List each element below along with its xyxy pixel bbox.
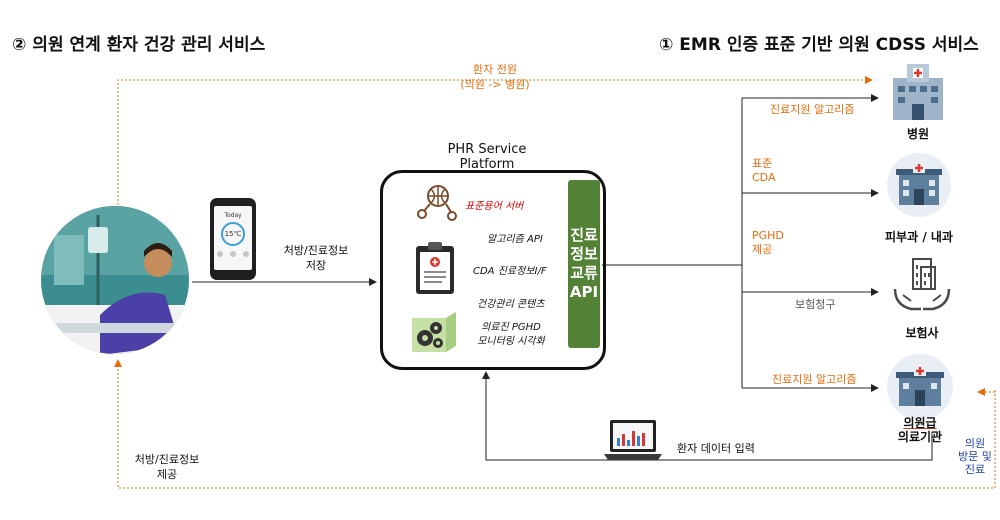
laptop-caption: 환자 데이터 입력 — [677, 442, 755, 455]
provide-caption-line2: 제공 — [156, 468, 178, 481]
platform-item-cda-interface: CDA 진료정보I/F — [473, 266, 547, 277]
referral-label-line1: 환자 전원 — [473, 63, 517, 76]
patient-in-bed-icon — [41, 206, 189, 354]
branch-label-cda: 표준 CDA — [752, 157, 775, 185]
clinic-to-platform-arrow — [482, 371, 933, 461]
destination-hospital-label: 병원 — [906, 127, 930, 141]
branch-label-pghd: PGHD 제공 — [752, 229, 784, 257]
platform-item-pghd-visualization: 의료진 PGHD 모니터링 시각화 — [470, 321, 552, 349]
dermatology-clinic-icon — [887, 153, 951, 217]
hospital-icon — [885, 60, 951, 122]
phone-screen-title: Today — [224, 212, 242, 219]
branch-label-insurance-claim: 보험청구 — [795, 298, 836, 311]
prescription-provide-arrow — [114, 359, 996, 489]
right-section-heading: ① EMR 인증 표준 기반 의원 CDSS 서비스 — [659, 35, 979, 55]
store-caption-line2: 저장 — [305, 259, 327, 272]
platform-title-line2: Platform — [459, 157, 515, 172]
phone-gauge-unit: ℃ — [233, 230, 242, 238]
provide-caption: 처방/진료정보 제공 — [122, 452, 212, 482]
clinic-visit-line2: 방문 및 — [958, 450, 992, 463]
clinic-label-line2: 의료기관 — [897, 430, 943, 444]
provide-caption-line1: 처방/진료정보 — [134, 453, 200, 466]
referral-label: 환자 전원 (의원 -> 병원) — [440, 62, 550, 92]
platform-title-line1: PHR Service — [447, 142, 527, 157]
branch-label-pghd-line1: PGHD — [752, 229, 784, 242]
phone-app-dot-icon — [217, 251, 224, 257]
branch-label-algorithm-top: 진료지원 알고리즘 — [770, 103, 855, 116]
clipboard-icon — [414, 240, 456, 296]
platform-item-algorithm-api: 알고리즘 API — [487, 234, 543, 245]
gears-icon — [410, 310, 458, 354]
branch-label-pghd-line2: 제공 — [752, 243, 773, 256]
api-bar-line4: API — [569, 283, 599, 301]
clinic-visit-label: 의원 방문 및 진료 — [953, 437, 997, 476]
insurance-icon — [891, 255, 953, 315]
api-bar-line1: 진료 — [570, 226, 598, 244]
store-caption-line1: 처방/진료정보 — [283, 244, 349, 257]
phone-gauge-value: 15 — [224, 230, 234, 238]
phone-gauge: 15℃ — [221, 222, 245, 246]
platform-title: PHR Service Platform — [432, 142, 542, 172]
destination-insurance-label: 보험사 — [905, 326, 939, 340]
store-caption: 처방/진료정보 저장 — [276, 243, 356, 273]
smartphone: Today 15℃ — [210, 198, 256, 280]
laptop-icon — [602, 418, 664, 462]
patient-illustration — [40, 205, 190, 355]
pghd-line1: 의료진 PGHD — [481, 322, 541, 333]
clinic-visit-line3: 진료 — [964, 463, 986, 476]
api-bar-line2: 정보 — [570, 245, 598, 263]
platform-item-terminology-server: 표준용어 서버 — [465, 201, 524, 212]
api-bar-line3: 교류 — [570, 264, 598, 282]
network-icon — [414, 182, 458, 222]
exchange-api-bar: 진료 정보 교류 API — [568, 180, 600, 348]
branch-label-cda-line1: 표준 — [752, 157, 773, 170]
platform-item-health-content: 건강관리 콘텐츠 — [477, 299, 545, 310]
clinic-visit-line1: 의원 — [964, 437, 986, 450]
branch-label-cda-line2: CDA — [752, 171, 776, 184]
branch-label-algorithm-bottom: 진료지원 알고리즘 — [772, 373, 857, 386]
referral-label-line2: (의원 -> 병원) — [460, 78, 530, 91]
phr-platform-box — [380, 170, 606, 370]
phone-screen: Today 15℃ — [214, 206, 252, 270]
destination-clinic-label: 의원급 의료기관 — [884, 416, 956, 444]
clinic-icon — [887, 354, 953, 420]
phone-app-icons — [214, 251, 252, 257]
pghd-line2: 모니터링 시각화 — [477, 336, 545, 347]
clinic-label-line1: 의원급 — [903, 416, 937, 430]
destination-dermatology-label: 피부과 / 내과 — [885, 230, 953, 244]
phone-app-dot-icon — [229, 251, 236, 257]
phone-app-dot-icon — [242, 251, 249, 257]
left-section-heading: ② 의원 연계 환자 건강 관리 서비스 — [12, 35, 266, 55]
referral-arrow — [117, 76, 873, 205]
